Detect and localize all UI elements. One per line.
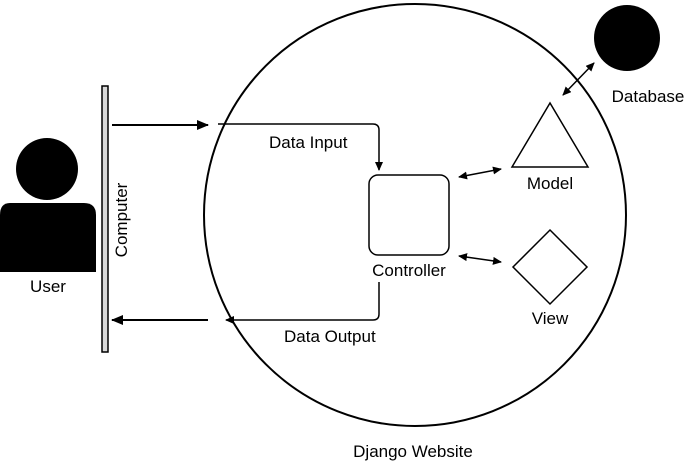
data-input-label: Data Input <box>269 133 348 152</box>
website-label: Django Website <box>353 442 473 461</box>
data-output-label: Data Output <box>284 327 376 346</box>
user-icon <box>0 138 96 272</box>
controller-label: Controller <box>372 261 446 280</box>
controller-view-arrow <box>458 253 502 265</box>
triangle-icon <box>510 101 590 168</box>
database-icon <box>594 5 660 71</box>
diamond-icon <box>511 228 589 306</box>
data-input-path <box>218 123 383 171</box>
controller-model-arrow <box>458 166 502 180</box>
data-output-path <box>225 282 380 324</box>
user-label: User <box>30 277 66 296</box>
model-label: Model <box>527 174 573 193</box>
rounded-square-icon <box>368 174 450 256</box>
model-database-arrow <box>562 62 595 96</box>
django-website-boundary <box>203 3 627 427</box>
computer-bar <box>101 85 109 353</box>
database-label: Database <box>612 87 685 106</box>
computer-label: Computer <box>112 182 131 257</box>
view-label: View <box>532 309 569 328</box>
